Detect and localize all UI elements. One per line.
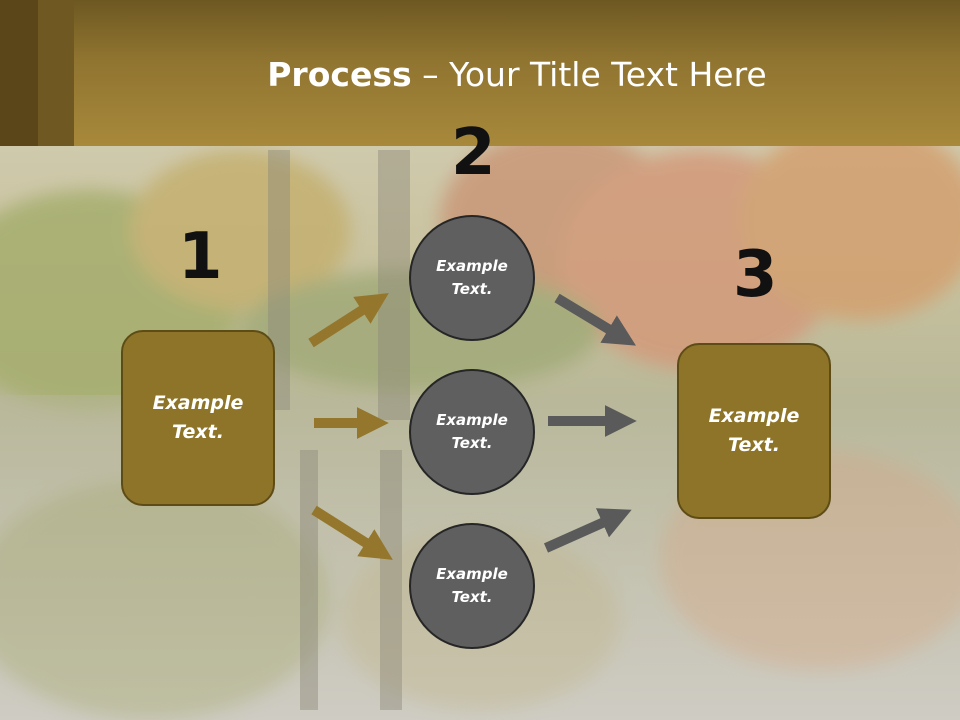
step-3-box[interactable]: Example Text. — [677, 343, 831, 519]
step-1-text: Example Text. — [152, 392, 244, 443]
header-accent-strip — [38, 0, 74, 146]
slide-title: Process – Your Title Text Here — [74, 52, 960, 98]
arrow-1-to-2-bottom — [311, 505, 393, 560]
header-accent-strip — [0, 0, 38, 146]
step-2-circle-top[interactable]: Example Text. — [409, 215, 535, 341]
step-3-text: Example Text. — [708, 405, 800, 456]
header-band — [0, 0, 960, 146]
title-bold: Process — [267, 55, 412, 94]
title-rest: – Your Title Text Here — [411, 55, 767, 94]
step-2-circle-bottom[interactable]: Example Text. — [409, 523, 535, 649]
arrow-2-top-to-3 — [554, 293, 636, 346]
arrow-1-to-2-top — [308, 293, 389, 348]
step-number-3: 3 — [733, 238, 778, 312]
step-1-box[interactable]: Example Text. — [121, 330, 275, 506]
step-2-circle-text: Example Text. — [436, 257, 508, 298]
step-2-circle-middle[interactable]: Example Text. — [409, 369, 535, 495]
step-2-circle-text: Example Text. — [436, 411, 508, 452]
arrow-2-bottom-to-3 — [543, 508, 632, 553]
step-2-circle-text: Example Text. — [436, 565, 508, 606]
step-number-1: 1 — [178, 220, 223, 294]
step-number-2: 2 — [451, 116, 496, 190]
